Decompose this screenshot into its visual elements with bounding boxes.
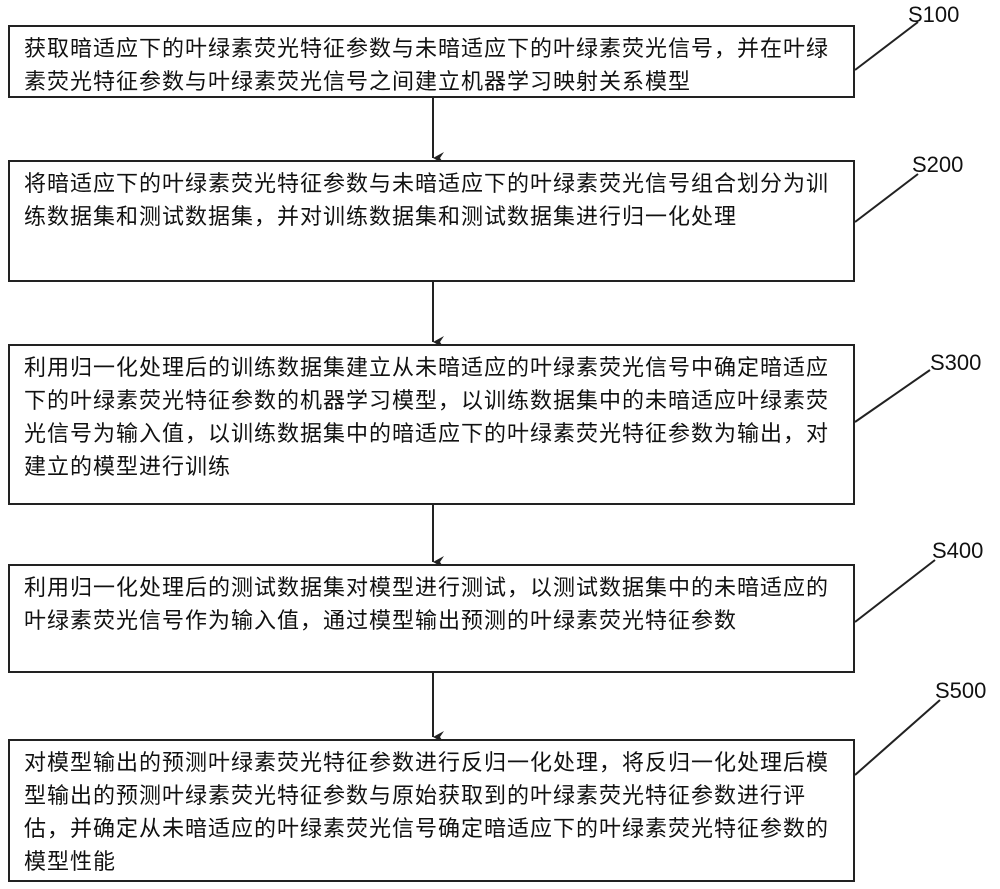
step-box-s500: 对模型输出的预测叶绿素荧光特征参数进行反归一化处理，将反归一化处理后模型输出的预… [8, 739, 855, 882]
step-text-s400: 利用归一化处理后的测试数据集对模型进行测试，以测试数据集中的未暗适应的叶绿素荧光… [24, 572, 843, 638]
leader-s200 [855, 174, 918, 222]
step-label-s400: S400 [932, 538, 983, 564]
step-label-s300: S300 [930, 350, 981, 376]
step-text-s300: 利用归一化处理后的训练数据集建立从未暗适应的叶绿素荧光信号中确定暗适应下的叶绿素… [24, 352, 843, 484]
step-label-s200: S200 [912, 152, 963, 178]
step-box-s100: 获取暗适应下的叶绿素荧光特征参数与未暗适应下的叶绿素荧光信号，并在叶绿素荧光特征… [8, 25, 855, 98]
step-box-s300: 利用归一化处理后的训练数据集建立从未暗适应的叶绿素荧光信号中确定暗适应下的叶绿素… [8, 344, 855, 505]
leader-s400 [855, 560, 935, 622]
step-box-s400: 利用归一化处理后的测试数据集对模型进行测试，以测试数据集中的未暗适应的叶绿素荧光… [8, 564, 855, 673]
step-text-s200: 将暗适应下的叶绿素荧光特征参数与未暗适应下的叶绿素荧光信号组合划分为训练数据集和… [24, 168, 843, 234]
step-label-s100: S100 [908, 2, 959, 28]
leader-s500 [855, 700, 940, 775]
step-box-s200: 将暗适应下的叶绿素荧光特征参数与未暗适应下的叶绿素荧光信号组合划分为训练数据集和… [8, 160, 855, 282]
step-label-s500: S500 [935, 678, 986, 704]
leader-s300 [855, 370, 930, 422]
step-text-s100: 获取暗适应下的叶绿素荧光特征参数与未暗适应下的叶绿素荧光信号，并在叶绿素荧光特征… [24, 33, 843, 99]
step-text-s500: 对模型输出的预测叶绿素荧光特征参数进行反归一化处理，将反归一化处理后模型输出的预… [24, 747, 843, 879]
leader-s100 [855, 22, 918, 70]
